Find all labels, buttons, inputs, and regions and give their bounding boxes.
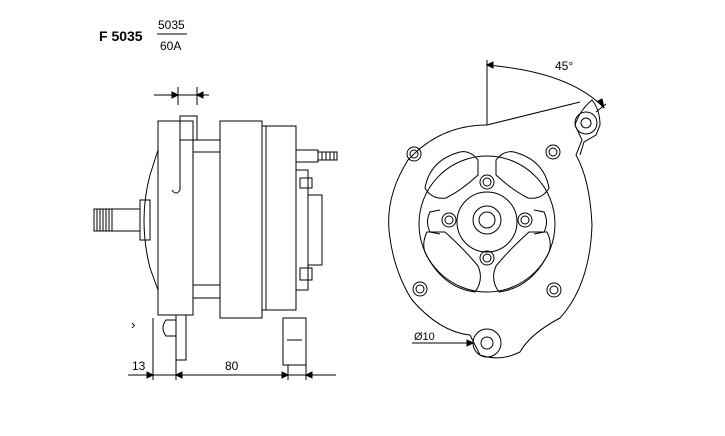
hub-center xyxy=(472,205,502,235)
hole-diameter-label: Ø10 xyxy=(414,331,435,343)
rear-housing xyxy=(219,120,263,319)
side-marker: › xyxy=(131,317,135,332)
vent-window xyxy=(423,231,481,293)
side-view xyxy=(93,87,338,380)
vent-window xyxy=(424,151,479,199)
dimension-13: 13 xyxy=(132,359,146,373)
screw xyxy=(479,250,495,266)
front-housing xyxy=(157,120,194,316)
screw xyxy=(441,212,457,228)
shaft xyxy=(93,208,141,232)
rear-foot xyxy=(282,317,307,366)
stator-band xyxy=(192,139,221,299)
corner-bolt xyxy=(546,282,562,298)
hub-outer xyxy=(456,191,518,253)
corner-bolt xyxy=(412,281,428,297)
top-mount-ear xyxy=(179,115,198,141)
lower-mount-hole xyxy=(472,328,502,358)
title-numerator: 5035 xyxy=(158,18,185,32)
terminal-stud xyxy=(295,149,319,163)
housing-outline xyxy=(388,99,601,359)
front-view xyxy=(388,60,607,359)
screw xyxy=(479,174,495,190)
inner-ring xyxy=(418,155,556,293)
vent-window xyxy=(495,151,550,199)
regulator xyxy=(295,169,309,291)
corner-bolt xyxy=(406,146,422,162)
title-denominator: 60A xyxy=(160,39,181,53)
corner-bolt xyxy=(545,144,561,160)
vent-window xyxy=(493,231,551,293)
upper-mount-hole xyxy=(574,111,598,135)
angle-arc xyxy=(486,64,605,109)
front-foot xyxy=(175,314,187,361)
screw xyxy=(517,212,533,228)
model-title: F 5035 xyxy=(99,28,143,44)
dimension-80: 80 xyxy=(225,359,239,373)
angle-label: 45° xyxy=(555,59,573,73)
